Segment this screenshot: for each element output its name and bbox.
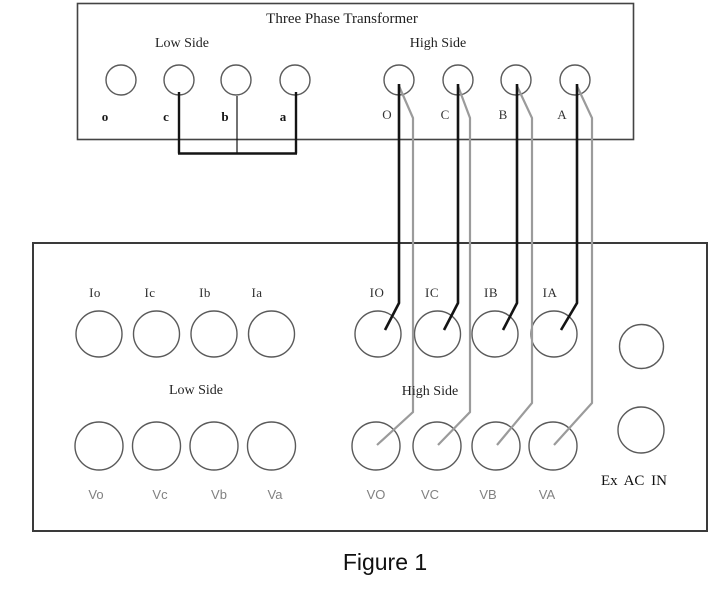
terminal-IC xyxy=(413,310,462,358)
terminal-label-Vo: Vo xyxy=(88,487,104,502)
terminal-o xyxy=(105,64,137,96)
terminal-label-IB: IB xyxy=(484,285,498,300)
terminal-label-Va: Va xyxy=(267,487,283,502)
terminal-a xyxy=(279,64,311,96)
terminal-label-C: C xyxy=(440,107,450,122)
terminal-VB xyxy=(471,421,521,471)
terminal-IA xyxy=(530,310,578,358)
terminal-label-VO: VO xyxy=(366,487,386,502)
terminal-Ic xyxy=(132,310,181,358)
terminal-label-Ia: Ia xyxy=(251,285,263,300)
wire-O-IO xyxy=(383,84,401,331)
wire-A-IA xyxy=(559,84,579,331)
terminal-label-Io: Io xyxy=(89,285,101,300)
tester-box xyxy=(32,242,708,532)
terminal-ex-ac-2 xyxy=(617,406,665,454)
wire-C-IC xyxy=(442,84,460,331)
ex-ac-in-label: Ex AC IN xyxy=(601,473,667,489)
terminal-label-Vb: Vb xyxy=(211,487,227,502)
transformer-low-side-label: Low Side xyxy=(154,36,210,51)
terminal-label-IO: IO xyxy=(369,285,385,300)
terminal-Vo xyxy=(74,421,124,471)
terminal-label-B: B xyxy=(498,107,508,122)
wire-B-IB xyxy=(501,84,519,331)
wire-B-VB xyxy=(496,85,534,446)
terminal-label-VC: VC xyxy=(420,487,440,502)
terminal-label-c: c xyxy=(163,109,169,124)
wire-A-VA xyxy=(553,85,594,446)
terminal-label-Ic: Ic xyxy=(144,285,156,300)
terminal-label-b: b xyxy=(221,109,229,124)
tester-low-side-label: Low Side xyxy=(168,383,224,398)
terminal-c xyxy=(163,64,195,96)
terminal-label-O: O xyxy=(382,107,392,122)
wire-C-VC xyxy=(437,85,472,446)
terminal-VA xyxy=(528,421,578,471)
terminal-label-IC: IC xyxy=(425,285,439,300)
terminal-Vc xyxy=(131,421,182,471)
terminal-Io xyxy=(75,310,123,358)
terminal-Ib xyxy=(190,310,238,358)
terminal-IB xyxy=(471,310,519,358)
terminal-label-VB: VB xyxy=(479,487,497,502)
terminal-ex-ac-1 xyxy=(618,323,665,370)
terminal-A xyxy=(559,64,591,96)
terminal-label-VA: VA xyxy=(538,487,556,502)
low-side-short-bracket xyxy=(177,92,298,155)
terminal-label-Ib: Ib xyxy=(199,285,211,300)
transformer-title: Three Phase Transformer xyxy=(266,11,418,27)
terminal-label-a: a xyxy=(279,109,287,124)
current-wires xyxy=(383,84,579,331)
terminal-Vb xyxy=(189,421,239,471)
wire-O-VO xyxy=(376,85,415,446)
transformer-high-side-label: High Side xyxy=(409,36,467,51)
terminal-label-Vc: Vc xyxy=(152,487,168,502)
figure-caption: Figure 1 xyxy=(342,549,428,575)
terminal-Va xyxy=(246,421,297,471)
terminal-Ia xyxy=(247,310,296,358)
terminal-IO xyxy=(354,310,402,358)
voltage-wires xyxy=(376,85,594,446)
terminal-b xyxy=(220,64,252,96)
terminal-label-A: A xyxy=(557,107,567,122)
terminal-label-IA: IA xyxy=(542,285,558,300)
terminal-label-o: o xyxy=(101,109,109,124)
tester-high-side-label: High Side xyxy=(401,384,459,399)
